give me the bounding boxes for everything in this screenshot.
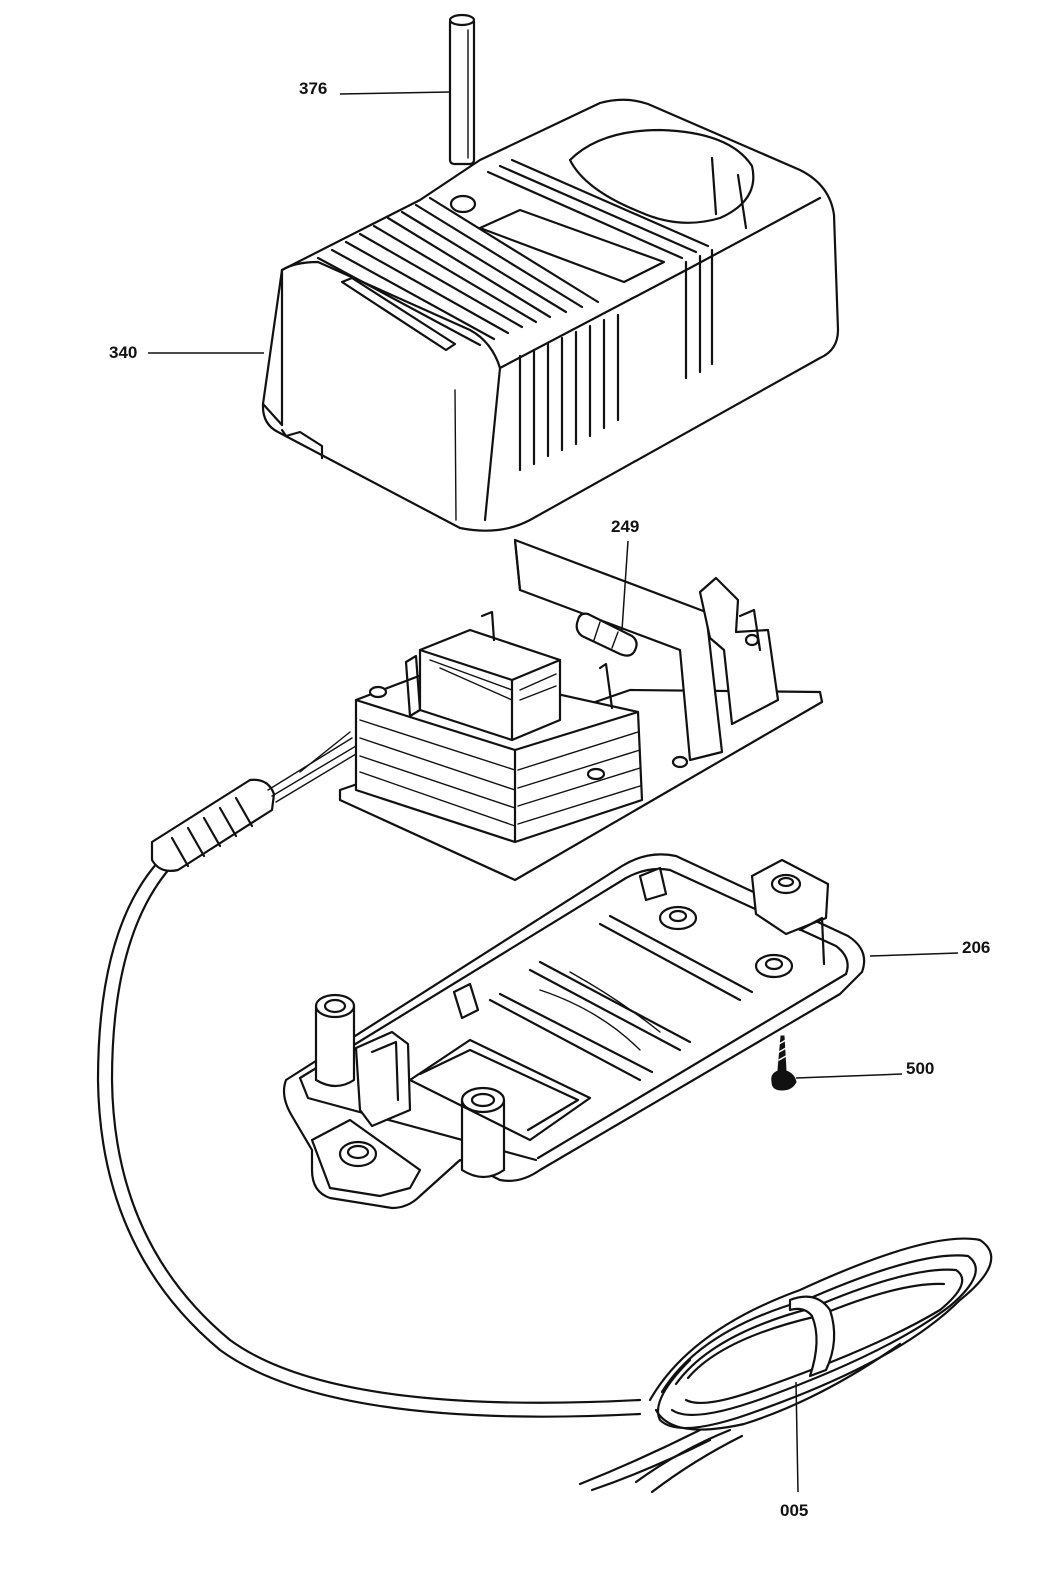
fuse-249	[575, 612, 638, 657]
callout-340: 340	[109, 343, 137, 362]
callout-005: 005	[780, 1501, 808, 1520]
callout-376: 376	[299, 79, 327, 98]
leader-005	[795, 1381, 799, 1493]
part-340-housing-cover	[261, 98, 840, 532]
leader-249	[621, 540, 629, 631]
part-249-pcb-assembly	[338, 538, 824, 882]
tray-posts	[314, 905, 794, 1179]
leader-376	[339, 91, 451, 95]
mains-cable	[96, 731, 642, 1418]
leader-500	[795, 1073, 903, 1079]
part-206-base-tray	[282, 853, 866, 1210]
part-500-screw	[771, 1035, 797, 1091]
cable-strain-relief	[150, 778, 276, 872]
cover-fins	[316, 158, 714, 472]
callout-249: 249	[611, 517, 639, 536]
part-376-rod	[448, 13, 476, 166]
callout-labels: 376 340 249 206 500 005	[109, 79, 990, 1520]
part-005-cable-coil	[578, 1237, 993, 1494]
leader-206	[869, 952, 959, 957]
callout-206: 206	[962, 938, 990, 957]
leader-lines	[148, 91, 959, 1493]
transformer-coil	[404, 610, 614, 742]
callout-500: 500	[906, 1059, 934, 1078]
